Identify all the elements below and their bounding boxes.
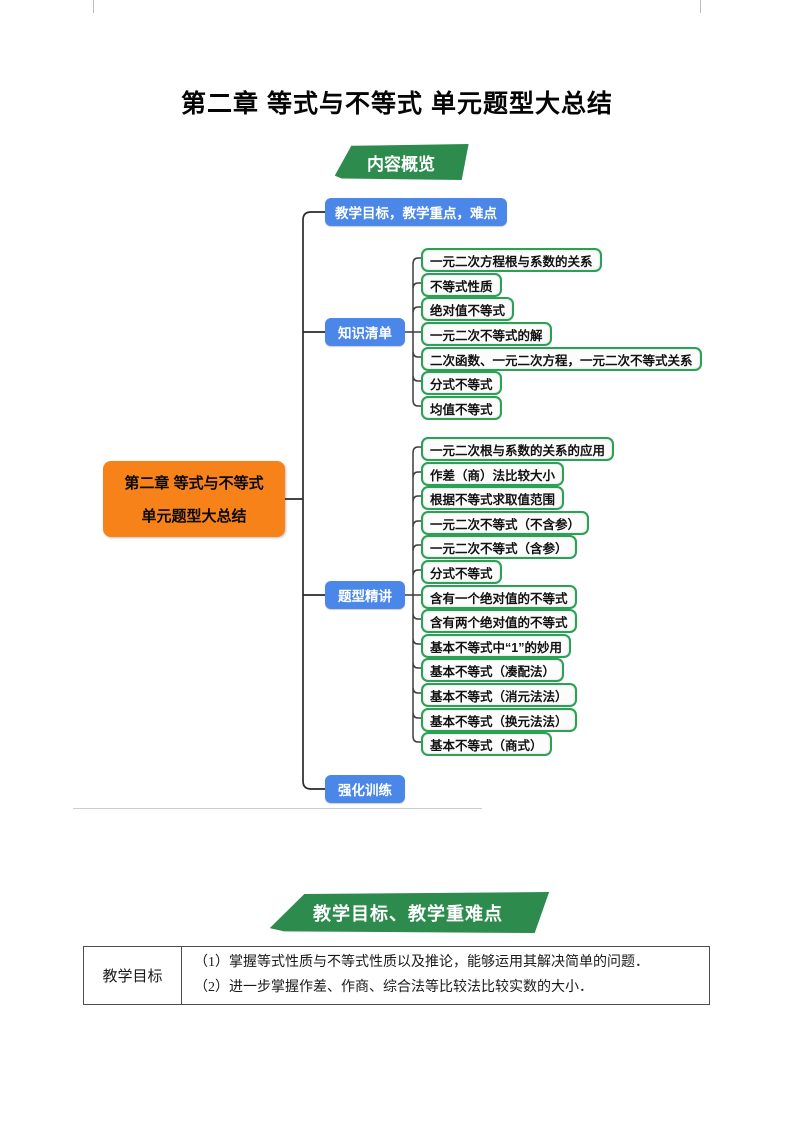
margin-crop-mark-right — [700, 0, 701, 13]
child-node: 分式不等式 — [421, 560, 502, 584]
topics-branch-connector — [405, 446, 421, 743]
child-node: 作差（商）法比较大小 — [421, 462, 565, 486]
child-node: 一元二次不等式（含参） — [421, 535, 577, 559]
objectives-banner: 教学目标、教学重难点 — [269, 892, 550, 933]
knowledge-branch-connector — [405, 257, 421, 407]
branch-node-knowledge-list: 知识清单 — [325, 318, 405, 346]
objectives-banner-label: 教学目标、教学重难点 — [313, 903, 503, 924]
overview-banner: 内容概览 — [334, 144, 469, 180]
margin-crop-mark-left — [93, 0, 94, 13]
mindmap-root-node: 第二章 等式与不等式 单元题型大总结 — [103, 461, 285, 537]
child-node: 一元二次根与系数的关系的应用 — [421, 437, 615, 461]
child-node: 含有一个绝对值的不等式 — [421, 585, 577, 609]
root-node-line1: 第二章 等式与不等式 — [124, 475, 264, 493]
child-node: 根据不等式求取值范围 — [421, 486, 565, 510]
branch-node-topic-explain: 题型精讲 — [325, 581, 405, 609]
child-node: 基本不等式（凑配法） — [421, 658, 565, 682]
child-node: 绝对值不等式 — [421, 297, 515, 321]
branch-node-training: 强化训练 — [325, 775, 405, 803]
objectives-table-body: （1）掌握等式性质与不等式性质以及推论，能够运用其解决简单的问题． （2）进一步… — [182, 947, 709, 1004]
branch-node-objectives: 教学目标，教学重点，难点 — [325, 198, 507, 226]
child-node: 分式不等式 — [421, 371, 502, 395]
child-node: 二次函数、一元二次方程，一元二次不等式关系 — [421, 347, 702, 371]
child-node: 基本不等式（换元法法） — [421, 708, 577, 732]
root-node-line2: 单元题型大总结 — [141, 507, 247, 525]
child-node: 一元二次不等式的解 — [421, 322, 552, 346]
trunk-connector — [285, 211, 325, 790]
page-title: 第二章 等式与不等式 单元题型大总结 — [181, 90, 613, 118]
objectives-table-header: 教学目标 — [84, 947, 182, 1004]
child-node: 不等式性质 — [421, 273, 502, 297]
objectives-table: 教学目标 （1）掌握等式性质与不等式性质以及推论，能够运用其解决简单的问题． （… — [83, 946, 710, 1005]
child-node: 含有两个绝对值的不等式 — [421, 609, 577, 633]
objective-item-1: （1）掌握等式性质与不等式性质以及推论，能够运用其解决简单的问题． — [194, 955, 649, 970]
child-node: 一元二次不等式（不含参） — [421, 511, 590, 535]
child-node: 基本不等式（商式） — [421, 732, 552, 756]
child-node: 一元二次方程根与系数的关系 — [421, 248, 602, 272]
overview-banner-label: 内容概览 — [367, 154, 435, 174]
child-node: 基本不等式（消元法法） — [421, 683, 577, 707]
child-node: 基本不等式中“1”的妙用 — [421, 634, 571, 658]
objective-item-2: （2）进一步掌握作差、作商、综合法等比较法比较实数的大小． — [194, 980, 593, 995]
section-divider — [73, 808, 482, 809]
child-node: 均值不等式 — [421, 396, 502, 420]
